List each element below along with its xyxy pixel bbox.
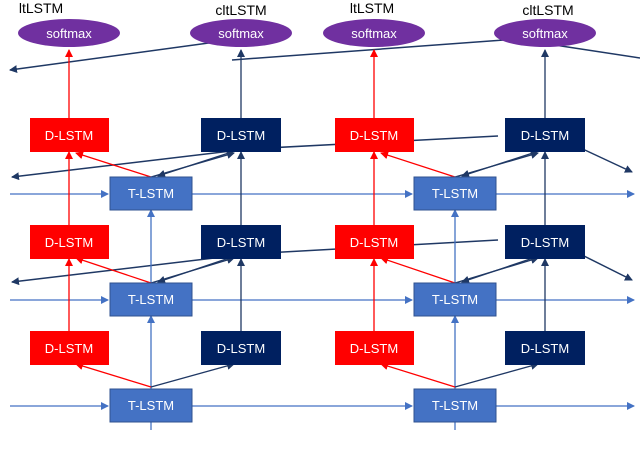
red-dlstm-blocks: D-LSTM D-LSTM D-LSTM D-LSTM D-LSTM D-LST… <box>30 118 414 365</box>
d-lstm-label: D-LSTM <box>521 128 569 143</box>
tlstm-to-dlstm-connections <box>75 148 546 388</box>
d-lstm-navy-l2-t2: D-LSTM <box>505 225 585 259</box>
d-lstm-red-l3-t1: D-LSTM <box>30 331 109 365</box>
d-lstm-navy-l3-t2: D-LSTM <box>505 331 585 365</box>
t-lstm-label: T-LSTM <box>432 186 478 201</box>
t-lstm-label: T-LSTM <box>432 292 478 307</box>
d-lstm-navy-l1-t2: D-LSTM <box>505 118 585 152</box>
d-lstm-red-l3-t2: D-LSTM <box>335 331 414 365</box>
t-lstm-l2-t1: T-LSTM <box>109 282 193 317</box>
t-lstm-label: T-LSTM <box>128 186 174 201</box>
d-lstm-red-l2-t1: D-LSTM <box>30 225 109 259</box>
tlstm-blocks: T-LSTM T-LSTM T-LSTM T-LSTM T-LSTM T-LST… <box>109 176 497 423</box>
softmax-label: softmax <box>218 26 264 41</box>
softmax-node-4: softmax <box>494 19 596 47</box>
d-lstm-navy-l1-t1: D-LSTM <box>201 118 281 152</box>
softmax-node-3: softmax <box>323 19 425 47</box>
vertical-connections <box>65 49 549 430</box>
softmax-label: softmax <box>351 26 397 41</box>
navy-dlstm-blocks: D-LSTM D-LSTM D-LSTM D-LSTM D-LSTM D-LST… <box>201 118 585 365</box>
d-lstm-red-l1-t1: D-LSTM <box>30 118 109 152</box>
d-lstm-label: D-LSTM <box>217 128 265 143</box>
d-lstm-label: D-LSTM <box>350 341 398 356</box>
output-label-3: ltLSTM <box>350 0 394 16</box>
softmax-node-2: softmax <box>190 19 292 47</box>
d-lstm-label: D-LSTM <box>45 128 93 143</box>
t-lstm-l2-t2: T-LSTM <box>413 282 497 317</box>
softmax-node-1: softmax <box>18 19 120 47</box>
output-label-4: cltLSTM <box>522 2 573 18</box>
t-lstm-l1-t1: T-LSTM <box>109 176 193 211</box>
t-lstm-l1-t2: T-LSTM <box>413 176 497 211</box>
t-lstm-label: T-LSTM <box>432 398 478 413</box>
softmax-label: softmax <box>46 26 92 41</box>
output-labels: ltLSTM cltLSTM ltLSTM cltLSTM <box>19 0 574 18</box>
softmax-label: softmax <box>522 26 568 41</box>
d-lstm-label: D-LSTM <box>350 235 398 250</box>
d-lstm-label: D-LSTM <box>350 128 398 143</box>
d-lstm-label: D-LSTM <box>217 235 265 250</box>
time-connections <box>10 190 635 410</box>
d-lstm-label: D-LSTM <box>521 235 569 250</box>
d-lstm-label: D-LSTM <box>217 341 265 356</box>
t-lstm-label: T-LSTM <box>128 292 174 307</box>
t-lstm-l3-t2: T-LSTM <box>413 388 497 423</box>
d-lstm-label: D-LSTM <box>45 235 93 250</box>
softmax-layer: softmax softmax softmax softmax <box>18 19 596 47</box>
d-lstm-label: D-LSTM <box>521 341 569 356</box>
d-lstm-red-l2-t2: D-LSTM <box>335 225 414 259</box>
output-label-2: cltLSTM <box>215 2 266 18</box>
output-label-1: ltLSTM <box>19 0 63 16</box>
d-lstm-navy-l3-t1: D-LSTM <box>201 331 281 365</box>
t-lstm-l3-t1: T-LSTM <box>109 388 193 423</box>
t-lstm-label: T-LSTM <box>128 398 174 413</box>
d-lstm-navy-l2-t1: D-LSTM <box>201 225 281 259</box>
d-lstm-red-l1-t2: D-LSTM <box>335 118 414 152</box>
d-lstm-label: D-LSTM <box>45 341 93 356</box>
